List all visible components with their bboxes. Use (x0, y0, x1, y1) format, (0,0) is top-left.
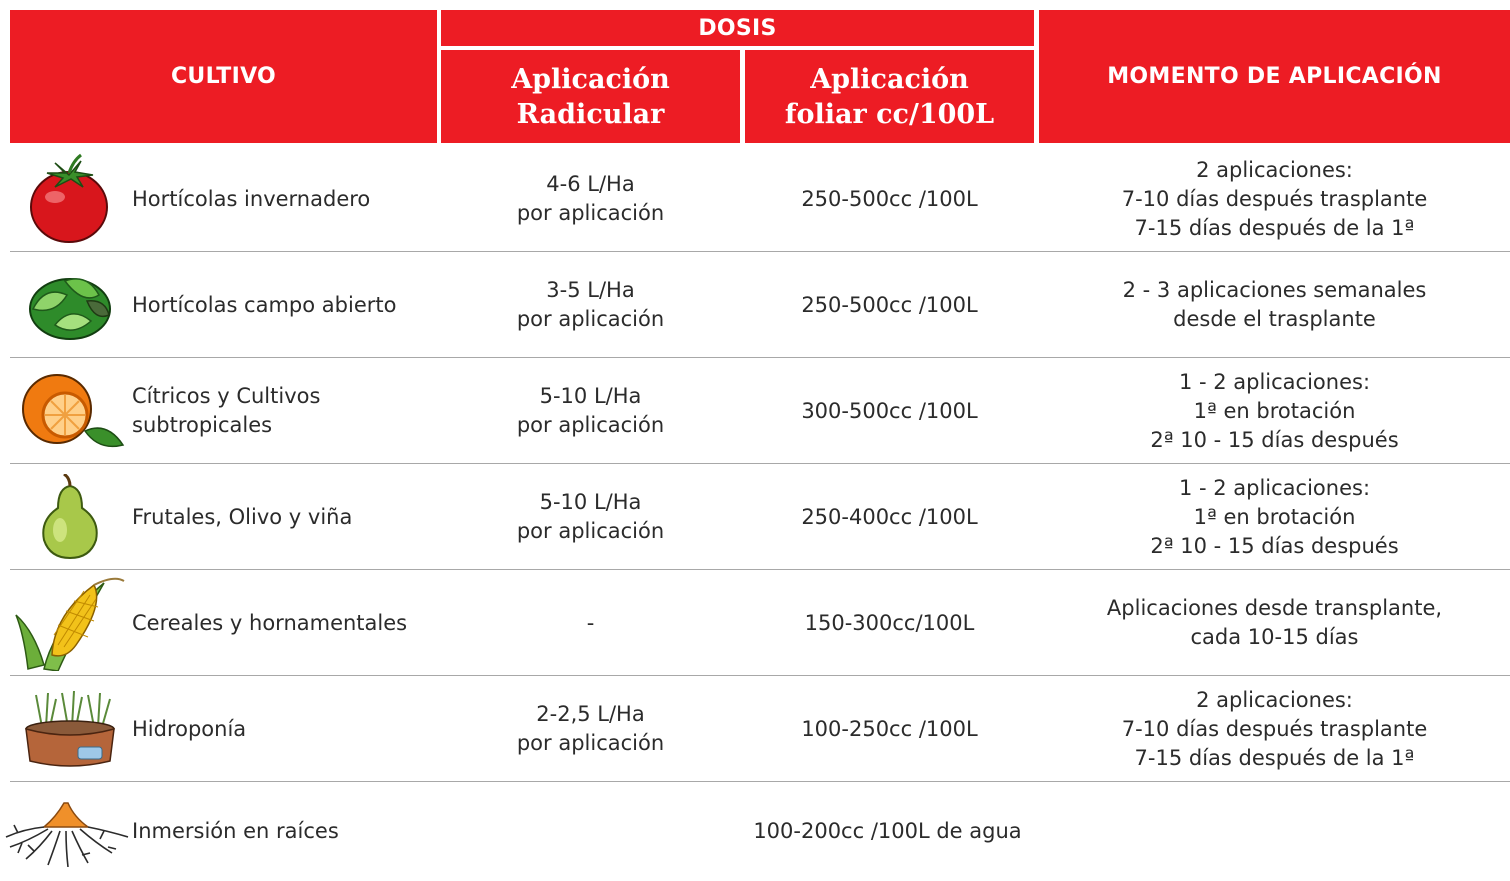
dosis-foliar: 250-500cc /100L (745, 146, 1034, 252)
header-radicular-label: Aplicación Radicular (511, 63, 670, 130)
header-cultivo-label: CULTIVO (170, 64, 277, 89)
roots-icon (2, 782, 132, 881)
lettuce-icon (14, 252, 126, 358)
dosis-radicular: 4-6 L/Ha por aplicación (441, 146, 740, 252)
header-cultivo: CULTIVO (10, 10, 437, 143)
cultivo-label: Cereales y hornamentales (132, 610, 408, 635)
cultivo-name: Hidroponía (132, 676, 442, 782)
header-aplicacion-foliar: Aplicación foliar cc/100L (745, 50, 1034, 143)
table-row: Hidroponía 2-2,5 L/Ha por aplicación 100… (10, 676, 1510, 782)
header-foliar-label: Aplicación foliar cc/100L (784, 63, 995, 130)
cultivo-label: Inmersión en raíces (132, 819, 339, 843)
row-divider (10, 781, 1510, 782)
momento-aplicacion: 1 - 2 aplicaciones: 1ª en brotación 2ª 1… (1039, 358, 1510, 464)
radicular-value: 5-10 L/Ha por aplicación (516, 490, 665, 543)
momento-aplicacion: 2 aplicaciones: 7-10 días después traspl… (1039, 146, 1510, 252)
cultivo-name: Hortícolas invernadero (132, 146, 442, 252)
table-row: Frutales, Olivo y viña 5-10 L/Ha por apl… (10, 464, 1510, 570)
radicular-value: 5-10 L/Ha por aplicación (516, 384, 665, 437)
cultivo-name: Cítricos y Cultivos subtropicales (132, 358, 442, 464)
dosis-radicular: 5-10 L/Ha por aplicación (441, 358, 740, 464)
row-divider (10, 357, 1510, 358)
cultivo-label: Frutales, Olivo y viña (132, 504, 353, 529)
tomato-icon (14, 146, 126, 252)
momento-aplicacion: 2 aplicaciones: 7-10 días después traspl… (1039, 676, 1510, 782)
dosis-radicular: 2-2,5 L/Ha por aplicación (441, 676, 740, 782)
row-divider (10, 675, 1510, 676)
foliar-value: 300-500cc /100L (801, 398, 978, 423)
radicular-value: 4-6 L/Ha por aplicación (516, 172, 665, 225)
foliar-value: 250-500cc /100L (801, 186, 978, 211)
dosis-foliar: 250-400cc /100L (745, 464, 1034, 570)
header-aplicacion-radicular: Aplicación Radicular (441, 50, 740, 143)
row-divider (10, 463, 1510, 464)
table-row: Hortícolas campo abierto 3-5 L/Ha por ap… (10, 252, 1510, 358)
momento-value: 2 aplicaciones: 7-10 días después traspl… (1121, 687, 1428, 770)
header-momento-label: MOMENTO DE APLICACIÓN (1107, 64, 1442, 89)
table-row: Hortícolas invernadero 4-6 L/Ha por apli… (10, 146, 1510, 252)
dosis-radicular: - (441, 570, 740, 676)
table-row-last: Inmersión en raíces 100-200cc /100L de a… (5, 782, 1510, 881)
hydroponic-tray-icon (14, 676, 126, 782)
cultivo-label: Cítricos y Cultivos subtropicales (132, 384, 321, 437)
radicular-value: - (586, 610, 595, 635)
momento-aplicacion: 1 - 2 aplicaciones: 1ª en brotación 2ª 1… (1039, 464, 1510, 570)
momento-aplicacion: 2 - 3 aplicaciones semanales desde el tr… (1039, 252, 1510, 358)
dosis-radicular: 3-5 L/Ha por aplicación (441, 252, 740, 358)
cultivo-label: Hidroponía (132, 716, 247, 741)
cultivo-name: Hortícolas campo abierto (132, 252, 442, 358)
momento-value: 1 - 2 aplicaciones: 1ª en brotación 2ª 1… (1150, 475, 1399, 558)
pear-icon (14, 464, 126, 570)
orange-icon (14, 358, 126, 464)
momento-value: 2 - 3 aplicaciones semanales desde el tr… (1122, 278, 1427, 331)
header-dosis-label: DOSIS (698, 15, 777, 41)
dosis-foliar: 300-500cc /100L (745, 358, 1034, 464)
table-row: Cereales y hornamentales - 150-300cc/100… (10, 570, 1510, 676)
cultivo-label: Hortícolas invernadero (132, 186, 371, 211)
row-divider (10, 569, 1510, 570)
table-row: Cítricos y Cultivos subtropicales 5-10 L… (10, 358, 1510, 464)
row-divider (10, 251, 1510, 252)
foliar-value: 250-400cc /100L (801, 504, 978, 529)
momento-value: 2 aplicaciones: 7-10 días después traspl… (1121, 157, 1428, 240)
momento-value: 1 - 2 aplicaciones: 1ª en brotación 2ª 1… (1150, 369, 1399, 452)
header-momento: MOMENTO DE APLICACIÓN (1039, 10, 1510, 143)
dosis-foliar: 250-500cc /100L (745, 252, 1034, 358)
radicular-value: 3-5 L/Ha por aplicación (516, 278, 665, 331)
header-dosis: DOSIS (441, 10, 1034, 46)
cultivo-name: Frutales, Olivo y viña (132, 464, 442, 570)
foliar-value: 250-500cc /100L (801, 292, 978, 317)
dosis-combinada: 100-200cc /100L de agua (441, 782, 1334, 881)
radicular-value: 2-2,5 L/Ha por aplicación (516, 702, 665, 755)
momento-aplicacion: Aplicaciones desde transplante, cada 10-… (1039, 570, 1510, 676)
dosis-foliar: 100-250cc /100L (745, 676, 1034, 782)
cultivo-name: Inmersión en raíces (132, 782, 442, 881)
foliar-value: 100-250cc /100L (801, 716, 978, 741)
cultivo-name: Cereales y hornamentales (132, 570, 442, 676)
foliar-value: 150-300cc/100L (804, 610, 975, 635)
dosis-value: 100-200cc /100L de agua (753, 819, 1022, 843)
momento-value: Aplicaciones desde transplante, cada 10-… (1106, 596, 1443, 649)
dosis-foliar: 150-300cc/100L (745, 570, 1034, 676)
corn-icon (14, 570, 126, 676)
cultivo-label: Hortícolas campo abierto (132, 292, 397, 317)
dosis-radicular: 5-10 L/Ha por aplicación (441, 464, 740, 570)
